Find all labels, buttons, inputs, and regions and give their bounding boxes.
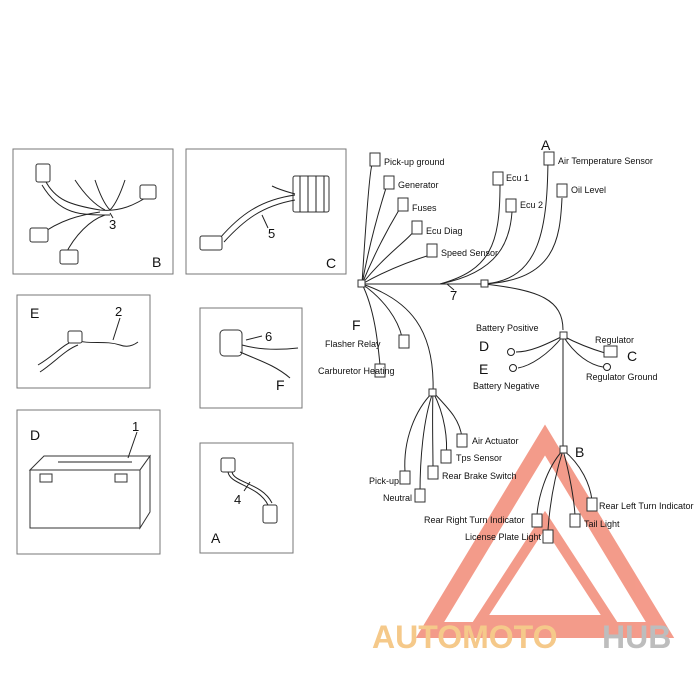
label-tps-sensor: Tps Sensor bbox=[456, 453, 502, 463]
inset-a-letter: A bbox=[211, 530, 221, 546]
label-rear-right-turn: Rear Right Turn Indicator bbox=[424, 515, 525, 525]
connector-letter-e: E bbox=[479, 361, 488, 377]
watermark-text: AUTOMOTO HUB bbox=[372, 619, 671, 655]
inset-d-letter: D bbox=[30, 427, 40, 443]
label-battery-positive: Battery Positive bbox=[476, 323, 539, 333]
connector-letter-d: D bbox=[479, 338, 489, 354]
label-battery-negative: Battery Negative bbox=[473, 381, 540, 391]
inset-panel-e: 2 E bbox=[16, 294, 151, 389]
watermark-text-hub: HUB bbox=[602, 619, 671, 655]
label-ecu1: Ecu 1 bbox=[506, 173, 529, 183]
label-license-plate-light: License Plate Light bbox=[465, 532, 542, 542]
inset-panel-c: 5 C bbox=[185, 148, 347, 275]
harness-connectors bbox=[357, 151, 618, 544]
main-harness-wires bbox=[361, 151, 606, 531]
label-tail-light: Tail Light bbox=[584, 519, 620, 529]
inset-f-part-number: 6 bbox=[265, 329, 272, 344]
inset-panel-a: 4 A bbox=[199, 442, 294, 554]
inset-c-letter: C bbox=[326, 255, 336, 271]
watermark-text-automoto: AUTOMOTO bbox=[372, 619, 557, 655]
label-pickup: Pick-up bbox=[369, 476, 399, 486]
connector-letter-f: F bbox=[352, 317, 361, 333]
label-rear-left-turn: Rear Left Turn Indicator bbox=[599, 501, 694, 511]
label-ecu-diag: Ecu Diag bbox=[426, 226, 463, 236]
label-rear-brake-switch: Rear Brake Switch bbox=[442, 471, 517, 481]
label-fuses: Fuses bbox=[412, 203, 437, 213]
inset-panel-d: 1 D bbox=[16, 409, 161, 555]
label-carburetor-heating: Carburetor Heating bbox=[318, 366, 395, 376]
inset-panel-f: 6 F bbox=[199, 307, 303, 409]
harness-part-number: 7 bbox=[450, 288, 457, 303]
label-generator: Generator bbox=[398, 180, 439, 190]
label-ecu2: Ecu 2 bbox=[520, 200, 543, 210]
watermark-triangle-logo bbox=[415, 424, 675, 638]
label-oil-level: Oil Level bbox=[571, 185, 606, 195]
inset-e-part-number: 2 bbox=[115, 304, 122, 319]
label-neutral: Neutral bbox=[383, 493, 412, 503]
label-speed-sensor: Speed Sensor bbox=[441, 248, 498, 258]
label-air-temp-sensor: Air Temperature Sensor bbox=[558, 156, 653, 166]
connector-letter-a: A bbox=[541, 137, 551, 153]
inset-b-part-number: 3 bbox=[109, 217, 116, 232]
label-air-actuator: Air Actuator bbox=[472, 436, 519, 446]
connector-letter-c: C bbox=[627, 348, 637, 364]
label-regulator-ground: Regulator Ground bbox=[586, 372, 658, 382]
label-regulator: Regulator bbox=[595, 335, 634, 345]
inset-f-letter: F bbox=[276, 377, 285, 393]
inset-a-part-number: 4 bbox=[234, 492, 241, 507]
label-pickup-ground: Pick-up ground bbox=[384, 157, 445, 167]
connector-letter-b: B bbox=[575, 444, 584, 460]
inset-e-letter: E bbox=[30, 305, 39, 321]
inset-b-letter: B bbox=[152, 254, 161, 270]
component-labels: Pick-up ground Generator Fuses Ecu Diag … bbox=[318, 156, 694, 542]
inset-c-part-number: 5 bbox=[268, 226, 275, 241]
inset-panel-b: 3 B bbox=[12, 148, 174, 275]
inset-d-part-number: 1 bbox=[132, 419, 139, 434]
label-flasher-relay: Flasher Relay bbox=[325, 339, 381, 349]
